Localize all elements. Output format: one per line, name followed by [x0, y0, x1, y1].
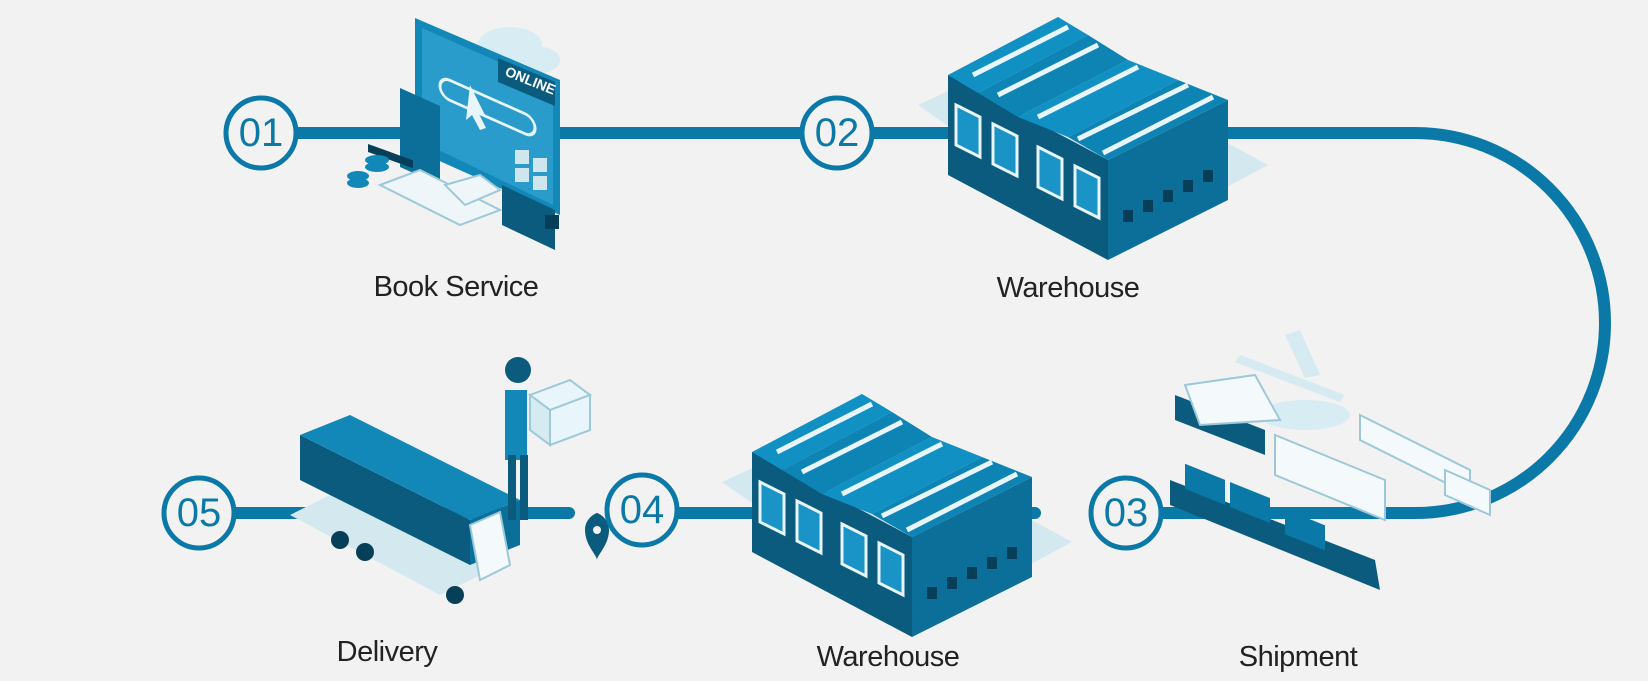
- step-circle-03: 03: [1088, 475, 1164, 551]
- step-circle-01: 01: [223, 95, 299, 171]
- delivery-truck-icon: [290, 357, 593, 604]
- step-number: 01: [239, 111, 284, 155]
- step-number: 05: [177, 491, 222, 535]
- step-number: 04: [620, 488, 665, 532]
- warehouse-icon: [722, 394, 1072, 637]
- step-label-shipment: Shipment: [1238, 641, 1358, 673]
- step-number: 02: [815, 111, 860, 155]
- shipment-icon: [1170, 330, 1491, 590]
- step-number: 03: [1104, 491, 1149, 535]
- warehouse-icon: [918, 17, 1268, 260]
- step-circle-04: 04: [604, 472, 680, 548]
- step-circle-02: 02: [799, 95, 875, 171]
- location-pin-icon: [585, 513, 609, 560]
- step-circle-05: 05: [161, 475, 237, 551]
- step-label-warehouse: Warehouse: [816, 641, 960, 673]
- online-booking-icon: ONLINE: [347, 18, 560, 250]
- step-label-delivery: Delivery: [336, 636, 438, 668]
- step-label-book-service: Book Service: [373, 271, 539, 303]
- step-label-warehouse: Warehouse: [996, 272, 1140, 304]
